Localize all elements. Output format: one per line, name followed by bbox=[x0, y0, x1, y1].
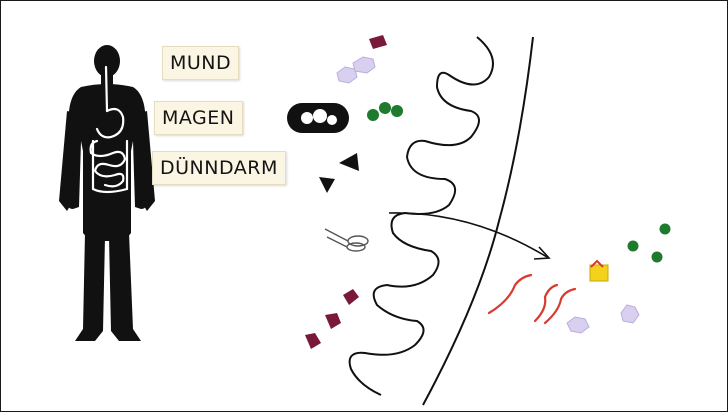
mouth-pill-icon bbox=[287, 103, 349, 133]
esophagus bbox=[106, 67, 107, 111]
scissors-icon bbox=[325, 229, 368, 251]
black-triangle-fragments bbox=[319, 153, 359, 193]
green-molecule-cluster bbox=[367, 102, 403, 121]
protein-fragment-top bbox=[369, 35, 387, 49]
green-molecules-right bbox=[628, 224, 671, 263]
yellow-cube bbox=[590, 261, 608, 281]
protein-fragments-bottom bbox=[305, 289, 359, 349]
absorption-arrow bbox=[389, 213, 549, 259]
left-arm bbox=[59, 111, 75, 211]
label-duenndarm: DÜNNDARM bbox=[152, 151, 286, 185]
label-magen: MAGEN bbox=[154, 101, 243, 135]
lipid-hexagons-right bbox=[567, 305, 639, 333]
right-leg bbox=[109, 233, 141, 341]
red-fiber-strands bbox=[489, 275, 575, 323]
label-mund: MUND bbox=[162, 46, 239, 80]
left-leg bbox=[75, 233, 105, 341]
lipid-hexagons-top bbox=[337, 57, 375, 83]
intestinal-villi-wave bbox=[350, 37, 493, 395]
